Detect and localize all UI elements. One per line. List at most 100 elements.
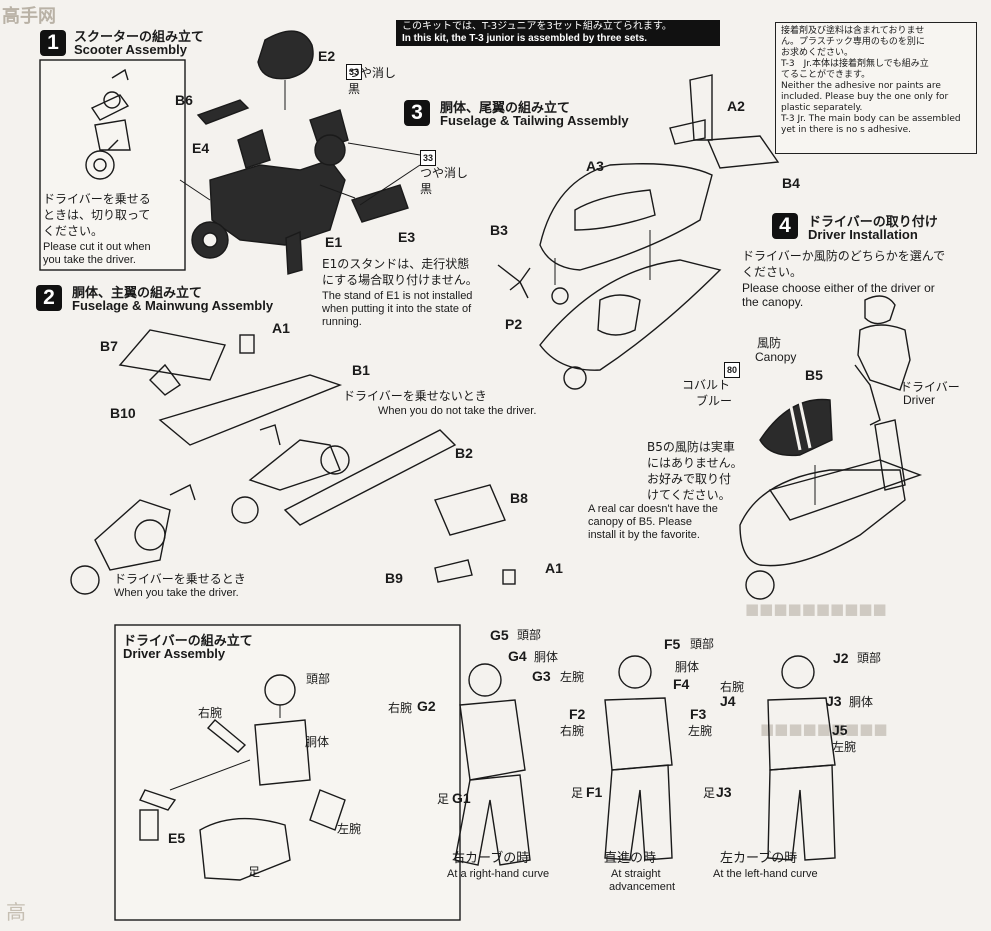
part-label-f2: F2 bbox=[569, 706, 586, 722]
note-line: T-3 Jr.本体は接着剤無しでも組み立 bbox=[781, 59, 929, 69]
bleed-through-text: ■■■■■■■■■ bbox=[760, 720, 888, 738]
e1-note-jp: にする場合取り付けません。 bbox=[322, 273, 478, 287]
part-label-e1: E1 bbox=[325, 234, 343, 250]
step2-title-en: Fuselage & Mainwung Assembly bbox=[72, 298, 274, 313]
part-label-j5: J5 bbox=[832, 722, 848, 738]
part-label-g4: G4 bbox=[508, 648, 527, 664]
b5-note-jp: にはありません。 bbox=[647, 456, 743, 470]
part-label-b1: B1 bbox=[352, 362, 370, 378]
b5-note-jp: けてください。 bbox=[647, 488, 731, 502]
part-label-e3: E3 bbox=[398, 229, 416, 245]
step4-title-en: Driver Installation bbox=[808, 227, 918, 242]
label-leg: 足 bbox=[571, 786, 584, 800]
figure-caption-jp: 左カーブの時 bbox=[720, 851, 798, 866]
part-label-b10: B10 bbox=[110, 405, 136, 421]
b5-note-en: A real car doesn't have the bbox=[588, 503, 718, 515]
label-right-arm: 右腕 bbox=[720, 680, 745, 694]
label-head: 頭部 bbox=[690, 637, 715, 651]
paint-name-jp: つや消し bbox=[420, 166, 469, 180]
part-label-b3: B3 bbox=[490, 222, 508, 238]
driver-assembly-panel bbox=[114, 624, 461, 921]
paint-name-jp: コバルト bbox=[682, 378, 731, 392]
step4-title-jp: ドライバーの取り付け bbox=[808, 215, 938, 230]
paint-name-jp: 黒 bbox=[348, 82, 361, 96]
label-left-arm: 左腕 bbox=[832, 740, 857, 754]
step1-title-jp: スクーターの組み立て bbox=[74, 30, 205, 45]
label-right-arm: 右腕 bbox=[198, 706, 223, 720]
paint-code-badge: 33 bbox=[346, 64, 362, 80]
step3-number: 3 bbox=[404, 100, 430, 126]
choose-note-en: the canopy. bbox=[742, 295, 804, 309]
part-label-b6: B6 bbox=[175, 92, 193, 108]
step2-number: 2 bbox=[36, 285, 62, 311]
bleed-through-text: ■■■■■■■■■■ bbox=[745, 600, 887, 618]
step3-title-en: Fuselage & Tailwing Assembly bbox=[440, 113, 629, 128]
part-label-f1: F1 bbox=[586, 784, 603, 800]
part-label-p2: P2 bbox=[505, 316, 523, 332]
b5-note-jp: お好みで取り付 bbox=[647, 472, 732, 486]
part-label-f5: F5 bbox=[664, 636, 681, 652]
part-label-a1: A1 bbox=[545, 560, 563, 576]
banner-line-en: In this kit, the T-3 junior is assembled… bbox=[402, 33, 648, 44]
canopy-label-jp: 風防 bbox=[757, 336, 782, 350]
step1-title-en: Scooter Assembly bbox=[74, 42, 187, 57]
step3-title-jp: 胴体、尾翼の組み立て bbox=[440, 101, 571, 116]
part-label-b8: B8 bbox=[510, 490, 528, 506]
step4-number: 4 bbox=[772, 213, 798, 239]
figure-caption-jp: 右カーブの時 bbox=[452, 851, 530, 866]
watermark-logo: 高手网 bbox=[2, 6, 56, 27]
inset-note-jp: ください。 bbox=[43, 224, 104, 238]
note-line: Neither the adhesive nor paints are bbox=[781, 81, 941, 91]
label-left-arm: 左腕 bbox=[688, 724, 713, 738]
part-label-g1: G1 bbox=[452, 790, 471, 806]
step1-inset-panel bbox=[39, 59, 186, 271]
note-line: 接着剤及び塗料は含まれておりませ bbox=[781, 26, 925, 36]
part-label-j2: J2 bbox=[833, 650, 849, 666]
figure-caption-jp: 直進の時 bbox=[604, 851, 657, 866]
inset-note-jp: ドライバーを乗せる bbox=[43, 192, 151, 206]
part-label-e5: E5 bbox=[168, 830, 186, 846]
part-label-b9: B9 bbox=[385, 570, 403, 586]
three-sets-banner: このキットでは、T-3ジュニアを3セット組み立てられます。 In this ki… bbox=[396, 20, 720, 46]
label-left-arm: 左腕 bbox=[337, 822, 362, 836]
note-line: included. Please buy the one only for bbox=[781, 92, 949, 102]
part-label-g5: G5 bbox=[490, 627, 509, 643]
label-head: 頭部 bbox=[857, 651, 882, 665]
e1-note-jp: E1のスタンドは、走行状態 bbox=[322, 257, 470, 271]
part-label-a2: A2 bbox=[727, 98, 745, 114]
part-label-f4: F4 bbox=[673, 676, 690, 692]
note-line: plastic separately. bbox=[781, 103, 863, 113]
label-leg: 足 bbox=[437, 792, 450, 806]
part-label-j4: J4 bbox=[720, 693, 736, 709]
choose-note-jp: ドライバーか風防のどちらかを選んで bbox=[742, 249, 946, 263]
e1-note-en: running. bbox=[322, 316, 362, 328]
part-label-g3: G3 bbox=[532, 668, 551, 684]
note-line: てることができます。 bbox=[781, 70, 871, 80]
note-line: お求めください。 bbox=[781, 48, 854, 58]
part-label-e4: E4 bbox=[192, 140, 210, 156]
figure-caption-en: At the left-hand curve bbox=[713, 868, 818, 880]
label-body: 胴体 bbox=[305, 735, 330, 749]
note-line: ん。プラスチック専用のものを別に bbox=[781, 37, 925, 47]
inset-note-en: you take the driver. bbox=[43, 254, 136, 266]
driver-assembly-title-jp: ドライバーの組み立て bbox=[123, 634, 253, 649]
label-body: 胴体 bbox=[849, 695, 874, 709]
note-line: yet in there is no s adhesive. bbox=[781, 125, 912, 135]
label-leg: 足 bbox=[703, 786, 716, 800]
paint-name-jp: つや消し bbox=[348, 66, 397, 80]
part-label-b7: B7 bbox=[100, 338, 118, 354]
inset-note-en: Please cut it out when bbox=[43, 241, 151, 253]
part-label-b2: B2 bbox=[455, 445, 473, 461]
label-right-arm: 右腕 bbox=[560, 724, 585, 738]
figure-caption-en: At straight bbox=[611, 868, 661, 880]
b5-note-en: canopy of B5. Please bbox=[588, 516, 692, 528]
part-label-f3: F3 bbox=[690, 706, 707, 722]
choose-note-en: Please choose either of the driver or bbox=[742, 281, 935, 295]
e1-note-en: The stand of E1 is not installed bbox=[322, 290, 473, 302]
label-head: 頭部 bbox=[517, 628, 542, 642]
watermark-bottom: 高 bbox=[6, 900, 26, 924]
step2-title-jp: 胴体、主翼の組み立て bbox=[72, 286, 203, 301]
part-label-a3: A3 bbox=[586, 158, 604, 174]
paint-name-jp: ブルー bbox=[696, 394, 733, 408]
